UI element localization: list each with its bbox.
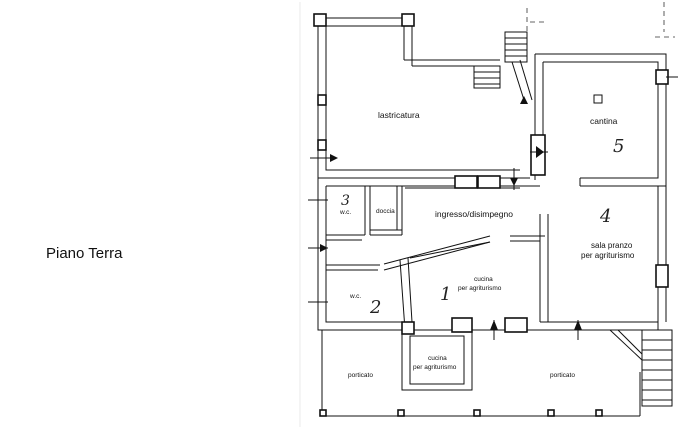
entrance-arrows [308,146,582,340]
plan-title: Piano Terra [46,245,123,262]
room-number-3: 3 [341,193,350,209]
label-cantina: cantina [590,116,618,126]
label-wc-top: w.c. [339,209,351,216]
label-cucina-small-line1: cucina [428,355,447,362]
room-number-2: 2 [369,297,381,318]
label-cucina-small-line2: per agriturismo [413,364,457,371]
label-wc-bottom: w.c. [349,293,361,300]
label-ingresso: ingresso/disimpegno [435,209,513,219]
stair-bottom [609,329,673,407]
reference-lines [526,2,675,40]
small-kitchen-walls [401,317,473,391]
label-cucina-main-line2: per agriturismo [458,285,502,292]
room-number-1: 1 [440,284,451,305]
portico [319,330,641,417]
label-porticato-left: porticato [348,372,373,379]
label-doccia: doccia [376,208,395,215]
stair-top [473,31,533,104]
label-sala-line2: per agriturismo [581,251,635,260]
room-number-4: 4 [599,206,611,227]
label-porticato-right: porticato [550,372,575,379]
room-number-5: 5 [613,136,624,157]
label-cucina-main-line1: cucina [474,276,493,283]
terrace-walls [313,13,530,179]
label-lastricatura: lastricatura [378,110,420,120]
label-sala-line1: sala pranzo [591,241,633,250]
interior-walls [326,186,549,331]
